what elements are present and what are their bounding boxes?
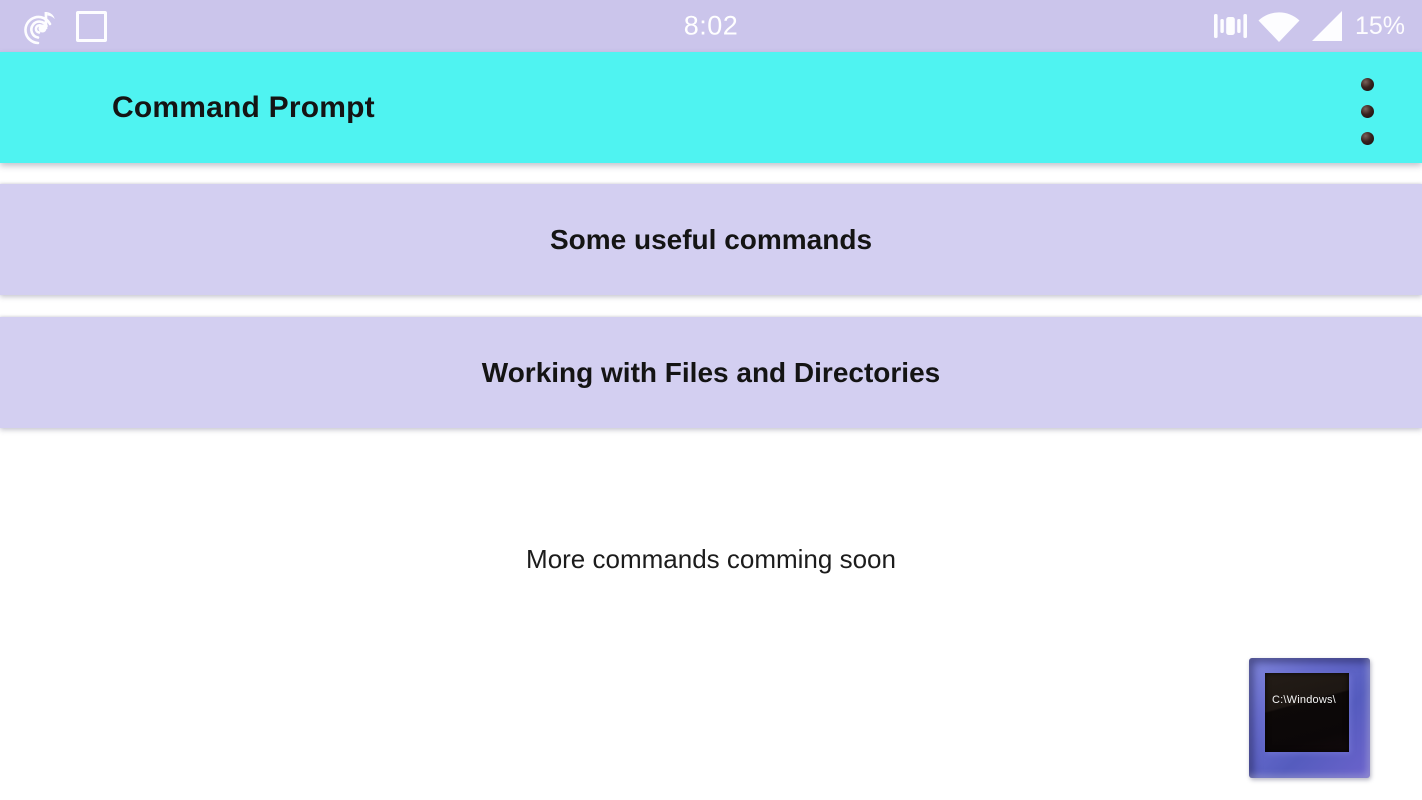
- screenshot-icon: [76, 10, 107, 42]
- status-bar-left: [0, 0, 107, 52]
- vibrate-icon: [1213, 14, 1247, 38]
- status-time: 8:02: [683, 10, 739, 41]
- overflow-menu-icon: [1360, 78, 1374, 91]
- overflow-menu-icon: [1360, 132, 1374, 145]
- cmd-screen: C:\Windows\: [1265, 673, 1349, 752]
- cmd-screen-text: C:\Windows\: [1272, 694, 1336, 706]
- overflow-menu-icon: [1360, 105, 1374, 118]
- status-bar-right: 15%: [1213, 0, 1405, 52]
- app-bar: Command Prompt: [0, 52, 1422, 163]
- wifi-icon: [1258, 11, 1300, 42]
- command-prompt-window-icon: C:\Windows\: [1249, 658, 1370, 778]
- menu-item-label: Some useful commands: [549, 223, 873, 255]
- battery-percent: 15%: [1354, 11, 1405, 40]
- app-title: Command Prompt: [112, 90, 375, 124]
- cellular-signal-icon: [1311, 11, 1342, 41]
- menu-item-working-with-files-and-directories[interactable]: Working with Files and Directories: [0, 317, 1422, 428]
- menu-item-some-useful-commands[interactable]: Some useful commands: [0, 184, 1422, 295]
- overflow-menu-button[interactable]: [1352, 52, 1382, 163]
- menu-item-label: Working with Files and Directories: [481, 356, 941, 388]
- status-bar: 8:02 15%: [0, 0, 1422, 52]
- coming-soon-note: More commands comming soon: [526, 544, 896, 574]
- music-notification-icon: [24, 12, 55, 45]
- content: Some useful commands Working with Files …: [0, 184, 1422, 575]
